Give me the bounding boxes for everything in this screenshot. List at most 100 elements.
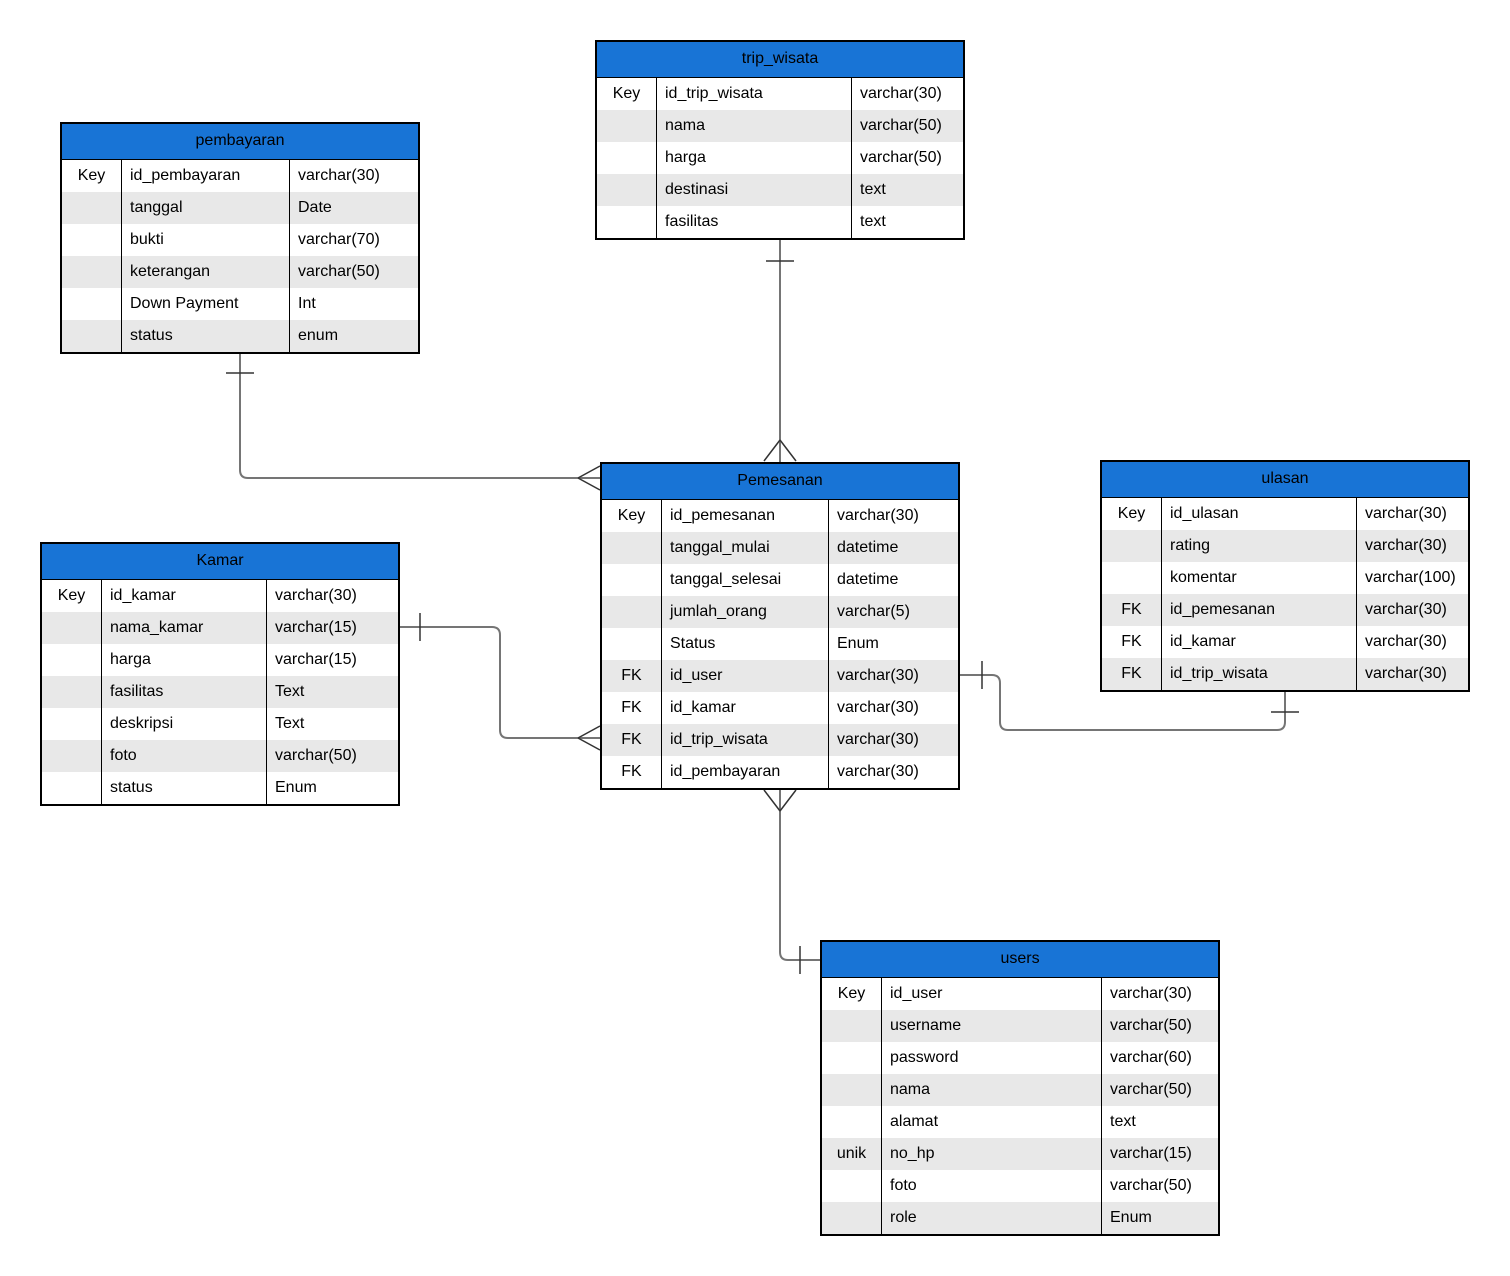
cell-key: Key <box>602 500 662 532</box>
crow-foot-icon <box>577 465 601 491</box>
cell-type: text <box>860 181 886 198</box>
cell-key <box>42 676 102 708</box>
cell-key <box>602 564 662 596</box>
cell-key <box>822 1042 882 1074</box>
cell-type: varchar(30) <box>837 699 919 716</box>
table-row: komentar varchar(100) <box>1102 562 1468 594</box>
cell-key: FK <box>602 724 662 756</box>
cell-key <box>62 192 122 224</box>
table-row: nama varchar(50) <box>597 110 963 142</box>
cell-name: jumlah_orang <box>662 596 829 628</box>
cell-name: Down Payment <box>122 288 290 320</box>
cell-key: Key <box>42 580 102 612</box>
cell-key <box>602 596 662 628</box>
cell-type: Enum <box>1110 1209 1152 1226</box>
entity-title[interactable]: Pemesanan <box>602 464 958 500</box>
cell-name: role <box>882 1202 1102 1234</box>
cell-type: Enum <box>837 635 879 652</box>
crow-foot-icon <box>577 725 601 751</box>
cell-type: varchar(30) <box>837 731 919 748</box>
cell-type: varchar(30) <box>837 667 919 684</box>
relationship-kamar-pemesanan[interactable] <box>400 613 601 751</box>
cell-name: nama <box>657 110 852 142</box>
cell-type: varchar(30) <box>1365 633 1447 650</box>
cell-name: nama <box>882 1074 1102 1106</box>
cell-name: no_hp <box>882 1138 1102 1170</box>
cell-name: id_user <box>882 978 1102 1010</box>
cell-key <box>597 174 657 206</box>
entity-title[interactable]: pembayaran <box>62 124 418 160</box>
cell-key <box>1102 562 1162 594</box>
cell-key: Key <box>62 160 122 192</box>
cell-type: varchar(50) <box>1110 1177 1192 1194</box>
cell-name: fasilitas <box>657 206 852 238</box>
relationship-pembayaran-pemesanan[interactable] <box>226 353 601 491</box>
relationship-pemesanan-ulasan[interactable] <box>960 661 1299 731</box>
cell-name: komentar <box>1162 562 1357 594</box>
cell-key: Key <box>597 78 657 110</box>
cell-key <box>602 628 662 660</box>
cell-type: Text <box>275 683 305 700</box>
cell-type: varchar(100) <box>1365 569 1456 586</box>
table-row: role Enum <box>822 1202 1218 1234</box>
cell-type: varchar(30) <box>837 763 919 780</box>
cell-name: bukti <box>122 224 290 256</box>
cell-name: nama_kamar <box>102 612 267 644</box>
cell-type: varchar(30) <box>860 85 942 102</box>
cell-name: id_kamar <box>662 692 829 724</box>
cell-name: deskripsi <box>102 708 267 740</box>
table-row: Down Payment Int <box>62 288 418 320</box>
cell-type: datetime <box>837 571 899 588</box>
cell-name: id_kamar <box>1162 626 1357 658</box>
cell-key <box>822 1170 882 1202</box>
cell-name: foto <box>882 1170 1102 1202</box>
cell-type: Int <box>298 295 316 312</box>
cell-name: id_pembayaran <box>662 756 829 788</box>
cell-type: varchar(50) <box>1110 1081 1192 1098</box>
cell-key <box>62 320 122 352</box>
entity-title[interactable]: users <box>822 942 1218 978</box>
relationship-users-pemesanan[interactable] <box>763 789 820 974</box>
cell-name: id_trip_wisata <box>1162 658 1357 690</box>
cell-key <box>42 612 102 644</box>
cell-name: id_user <box>662 660 829 692</box>
cell-type: varchar(50) <box>1110 1017 1192 1034</box>
entity-title[interactable]: Kamar <box>42 544 398 580</box>
cell-name: id_ulasan <box>1162 498 1357 530</box>
crow-foot-icon <box>763 789 797 812</box>
cell-key: FK <box>1102 658 1162 690</box>
cell-key <box>42 644 102 676</box>
cell-key: FK <box>602 692 662 724</box>
entity-title[interactable]: ulasan <box>1102 462 1468 498</box>
cell-type: varchar(50) <box>298 263 380 280</box>
cell-key: Key <box>1102 498 1162 530</box>
entity-title[interactable]: trip_wisata <box>597 42 963 78</box>
cell-name: id_pembayaran <box>122 160 290 192</box>
cell-type: varchar(15) <box>1110 1145 1192 1162</box>
cell-name: tanggal_mulai <box>662 532 829 564</box>
cell-type: varchar(50) <box>860 117 942 134</box>
relationship-trip_wisata-pemesanan[interactable] <box>763 239 797 462</box>
